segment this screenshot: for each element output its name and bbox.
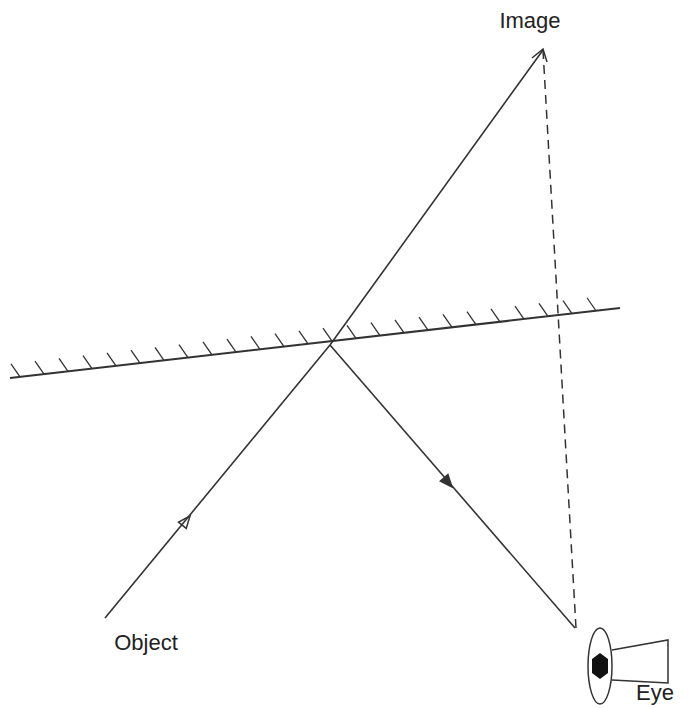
hatch-stroke — [227, 339, 236, 352]
hatch-stroke — [107, 353, 116, 366]
hatch-stroke — [155, 347, 164, 360]
hatch-stroke — [179, 345, 188, 358]
hatch-stroke — [275, 334, 284, 347]
hatch-stroke — [83, 356, 92, 369]
hatch-stroke — [323, 328, 332, 341]
incident-arrowhead — [179, 513, 194, 529]
hatch-stroke — [251, 336, 260, 349]
hatch-stroke — [371, 323, 380, 336]
hatch-stroke — [515, 306, 524, 319]
image-label: Image — [499, 10, 560, 32]
hatch-stroke — [347, 325, 356, 338]
hatch-stroke — [35, 361, 44, 374]
incident-ray — [105, 345, 330, 618]
hatch-stroke — [395, 320, 404, 333]
reflected-arrowhead — [440, 475, 455, 491]
eye-label: Eye — [636, 682, 674, 704]
hatch-stroke — [203, 342, 212, 355]
hatch-stroke — [467, 312, 476, 325]
hatch-stroke — [539, 303, 548, 316]
reflected-ray — [330, 345, 575, 628]
dashed-sight-line — [543, 50, 576, 628]
hatch-stroke — [299, 331, 308, 344]
hatch-stroke — [131, 350, 140, 363]
hatch-stroke — [443, 314, 452, 327]
hatch-stroke — [491, 309, 500, 322]
plane-mirror — [10, 308, 620, 378]
hatch-stroke — [11, 364, 20, 377]
hatch-stroke — [587, 298, 596, 311]
image-arrowhead — [532, 49, 547, 62]
hatch-stroke — [59, 358, 68, 371]
mirror-hatching — [11, 298, 596, 377]
hatch-stroke — [419, 317, 428, 330]
ray-extension — [330, 50, 543, 345]
hatch-stroke — [563, 301, 572, 314]
object-label: Object — [114, 632, 178, 654]
